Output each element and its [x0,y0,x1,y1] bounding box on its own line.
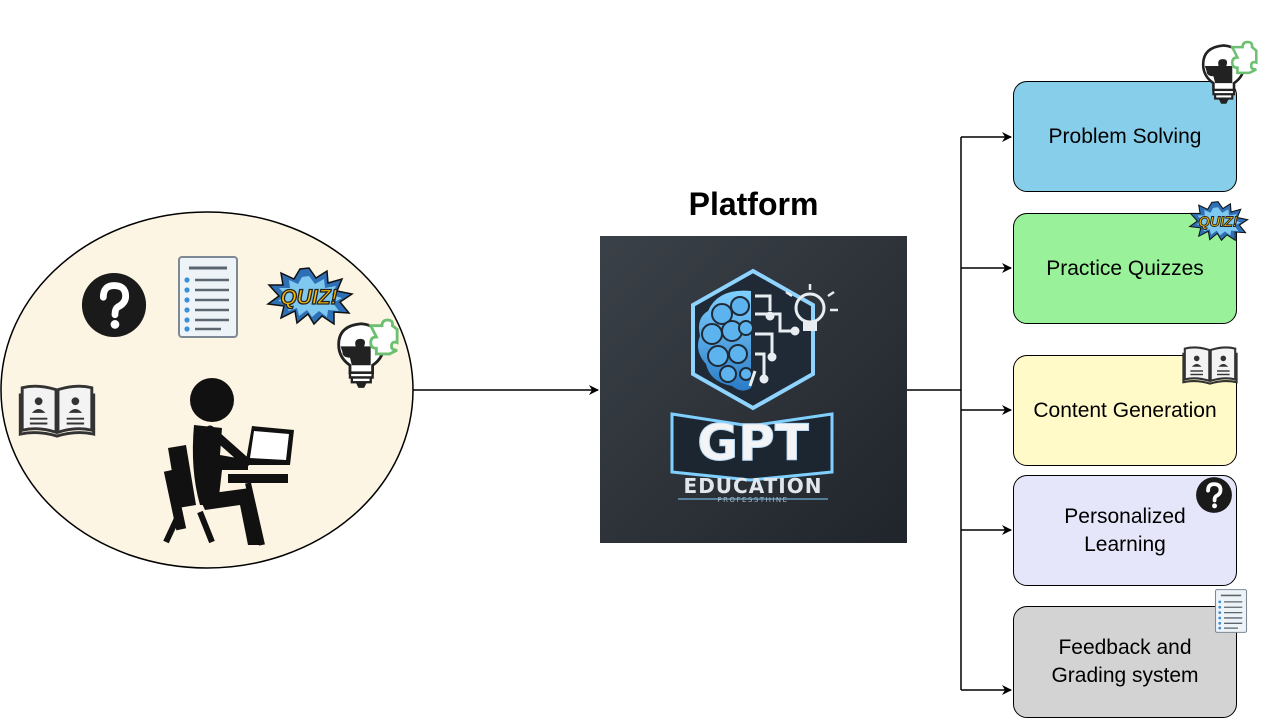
book-shape [670,412,834,482]
logo-education-text: EDUCATION [684,474,823,498]
open-book-icon [1182,346,1238,385]
feature-problem-solving: Problem Solving [1013,81,1237,192]
feature-label: Content Generation [1033,398,1217,422]
quiz-burst-icon [1189,201,1249,241]
feature-label: Feedback and Grading system [1051,636,1199,687]
feature-practice-quizzes: Practice Quizzes [1013,213,1237,324]
student-at-laptop-icon [163,378,294,546]
gpt-education-logo: GPT EDUCATION PROFESSTHINE [600,236,907,543]
feature-label: Practice Quizzes [1046,256,1204,280]
branch-trunk [907,137,962,690]
checklist-document-icon [1214,588,1248,634]
lightbulb-icon [785,284,838,331]
question-mark-icon [1195,476,1233,514]
feature-label: Personalized Learning [1064,504,1186,556]
platform-title: Platform [688,186,819,222]
logo-tagline-text: PROFESSTHINE [717,496,788,504]
brain-icon [698,290,754,391]
puzzle-lightbulb-icon [1201,40,1258,106]
feature-label: Problem Solving [1048,124,1202,148]
circuit-icon [748,294,800,387]
feature-feedback-grading: Feedback and Grading system [1013,606,1237,718]
logo-gpt-text: GPT [697,414,809,472]
